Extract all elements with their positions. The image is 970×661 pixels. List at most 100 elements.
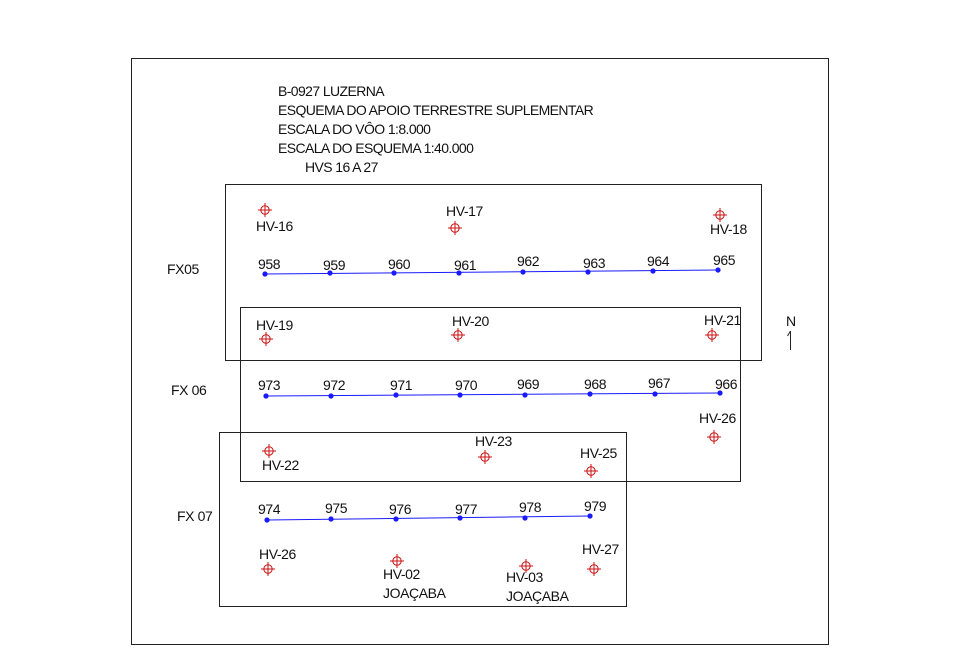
- photo-dot: [456, 270, 462, 276]
- photo-dot: [393, 392, 399, 398]
- photo-dot: [652, 391, 658, 397]
- photo-number: 972: [323, 377, 346, 393]
- photo-centre: 971: [390, 377, 413, 398]
- control-point-icon: [712, 207, 728, 223]
- header-line: ESCALA DO VÔO 1:8.000: [278, 121, 431, 137]
- control-point: HV-23: [475, 433, 513, 465]
- header-line: B-0927 LUZERNA: [278, 83, 385, 99]
- photo-centre: 959: [323, 257, 346, 276]
- control-points: HV-16 HV-17 HV-18 HV-19 HV-20 HV-21 HV-2…: [256, 202, 748, 604]
- control-point-label: HV-02: [383, 566, 421, 582]
- control-point-icon: [261, 443, 277, 459]
- header-line: ESQUEMA DO APOIO TERRESTRE SUPLEMENTAR: [278, 102, 594, 118]
- photo-number: 971: [390, 377, 413, 393]
- control-point: HV-22: [261, 443, 300, 473]
- header-line: HVS 16 A 27: [305, 159, 379, 175]
- photo-centre: 969: [517, 376, 540, 398]
- photo-centre: 979: [584, 498, 607, 519]
- photo-dot: [262, 271, 268, 277]
- control-point-label: HV-16: [256, 218, 294, 234]
- photo-dot: [522, 392, 528, 398]
- strip-label-fx07: FX 07: [177, 508, 213, 524]
- photo-number: 958: [258, 256, 281, 272]
- photo-dot: [457, 392, 463, 398]
- control-point-label: HV-19: [256, 317, 294, 333]
- control-point: HV-26: [259, 546, 297, 577]
- control-point-label: HV-26: [699, 410, 737, 426]
- photo-number: 967: [648, 375, 671, 391]
- control-point: HV-16: [256, 202, 294, 234]
- control-point-icon: [477, 449, 493, 465]
- photo-centre: 975: [325, 500, 348, 522]
- control-point-label: HV-03: [506, 569, 544, 585]
- header-block: B-0927 LUZERNA ESQUEMA DO APOIO TERRESTR…: [278, 83, 594, 175]
- control-point-sublabel: JOAÇABA: [383, 585, 447, 601]
- control-point-icon: [704, 327, 720, 343]
- photo-dot: [587, 513, 593, 519]
- photo-dot: [520, 269, 526, 275]
- photo-number: 960: [388, 256, 411, 272]
- photo-centres-fx07: 974 975 976 977 978 979: [258, 498, 607, 523]
- photo-number: 959: [323, 257, 346, 273]
- photo-number: 975: [325, 500, 348, 516]
- control-point-label: HV-20: [452, 313, 490, 329]
- control-point-icon: [258, 331, 274, 347]
- photo-centres-fx06: 973 972 971 970 969 968 967 966: [258, 375, 738, 399]
- photo-centre: 977: [455, 501, 478, 521]
- control-point-label: HV-18: [710, 221, 748, 237]
- control-point-label: HV-22: [262, 457, 300, 473]
- photo-dot: [717, 390, 723, 396]
- header-line: ESCALA DO ESQUEMA 1:40.000: [278, 140, 474, 156]
- control-point-label: HV-17: [446, 203, 484, 219]
- control-point-label: HV-26: [259, 546, 297, 562]
- photo-number: 961: [454, 257, 477, 273]
- photo-centre: 974: [258, 501, 281, 523]
- photo-centre: 976: [389, 501, 412, 522]
- control-point-sublabel: JOAÇABA: [506, 588, 570, 604]
- photo-dot: [263, 393, 269, 399]
- photo-dot: [587, 391, 593, 397]
- control-point-icon: [447, 220, 463, 236]
- north-arrow: N: [786, 313, 796, 350]
- photo-number: 969: [517, 376, 540, 392]
- photo-number: 966: [715, 376, 738, 392]
- photo-centre: 965: [713, 252, 736, 273]
- control-point: HV-18: [710, 207, 748, 237]
- control-point: HV-27: [582, 541, 620, 577]
- north-label: N: [786, 313, 796, 329]
- photo-dot: [522, 515, 528, 521]
- control-point-icon: [450, 327, 466, 343]
- photo-number: 964: [647, 253, 670, 269]
- strip-coverage-fx07: [219, 432, 627, 607]
- photo-number: 973: [258, 377, 281, 393]
- photo-dot: [327, 270, 333, 276]
- photo-centre: 958: [258, 256, 281, 277]
- photo-centre: 972: [323, 377, 346, 399]
- outer-frame: [131, 58, 829, 645]
- north-arrow-barb-icon: [787, 330, 791, 337]
- photo-dot: [650, 268, 656, 274]
- photo-number: 977: [455, 501, 478, 517]
- flight-line-fx06: [265, 392, 721, 397]
- photo-centres-fx05: 958 959 960 961 962 963 964 965: [258, 252, 736, 277]
- photo-number: 974: [258, 501, 281, 517]
- flight-line-fx05: [264, 269, 719, 275]
- control-point-label: HV-21: [704, 312, 742, 328]
- photo-centre: 962: [517, 253, 540, 275]
- photo-centre: 968: [584, 376, 607, 397]
- control-point-icon: [583, 463, 599, 479]
- photo-centre: 964: [647, 253, 670, 274]
- control-point-label: HV-23: [475, 433, 513, 449]
- photo-dot: [457, 515, 463, 521]
- photo-dot: [585, 269, 591, 275]
- photo-number: 970: [455, 377, 478, 393]
- control-point: HV-21: [704, 312, 742, 343]
- control-point: HV-17: [446, 203, 484, 236]
- strip-label-fx06: FX 06: [171, 382, 207, 398]
- control-point-icon: [706, 429, 722, 445]
- photo-number: 979: [584, 498, 607, 514]
- photo-dot: [393, 516, 399, 522]
- photo-number: 976: [389, 501, 412, 517]
- control-point-icon: [257, 202, 273, 218]
